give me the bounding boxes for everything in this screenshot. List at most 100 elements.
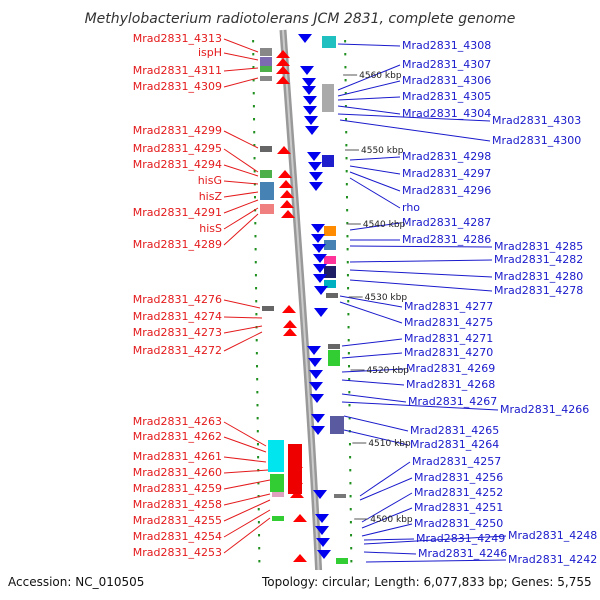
ruler-dot [254, 274, 257, 277]
ruler-dot [258, 560, 261, 563]
gene-label-left: hisZ [199, 190, 223, 203]
gene-label-right: Mrad2831_4269 [406, 362, 495, 375]
reverse-gene-arrow [302, 86, 316, 95]
gene-block [328, 344, 340, 349]
label-leader-left [223, 421, 267, 447]
gene-label-right: Mrad2831_4249 [416, 532, 505, 545]
forward-gene-arrow [276, 76, 290, 84]
ruler-dot [348, 365, 351, 368]
gene-label-right: Mrad2831_4246 [418, 547, 507, 560]
ruler-dot [256, 443, 259, 446]
gene-label-right: Mrad2831_4306 [402, 74, 491, 87]
ruler-dot [256, 417, 259, 420]
label-leader-left [223, 509, 271, 538]
gene-label-right: Mrad2831_4304 [402, 107, 491, 120]
gene-label-right: Mrad2831_4287 [402, 216, 491, 229]
reverse-gene-arrow [303, 106, 317, 115]
label-leader-right [343, 415, 409, 432]
ruler-dot [256, 404, 259, 407]
gene-label-right: Mrad2831_4300 [492, 134, 581, 147]
label-leader-left [223, 191, 259, 198]
gene-label-left: hisG [198, 174, 222, 187]
label-leader-right [341, 338, 403, 347]
gene-block [324, 226, 336, 236]
forward-gene-arrow [276, 66, 290, 74]
ruler-dot [348, 391, 351, 394]
ruler-dot [349, 508, 352, 511]
label-leader-right [365, 559, 507, 563]
right-labels: Mrad2831_4308Mrad2831_4307Mrad2831_4306M… [402, 39, 597, 566]
ruler-dot [350, 534, 353, 537]
reverse-gene-arrow [316, 538, 330, 547]
gene-block [324, 240, 336, 250]
ruler-dot [253, 144, 256, 147]
ruler-dot [349, 482, 352, 485]
reverse-gene-arrow [311, 426, 325, 435]
gene-label-right: Mrad2831_4298 [402, 150, 491, 163]
kbp-label: 4520 kbp [367, 366, 410, 376]
ruler-dot [347, 326, 350, 329]
label-leader-left [223, 77, 259, 88]
ruler-dot [344, 79, 347, 82]
ruler-dot [344, 40, 347, 43]
label-leader-right [349, 279, 493, 292]
gene-block [324, 256, 336, 264]
gene-label-right: Mrad2831_4271 [404, 332, 493, 345]
kbp-label: 4510 kbp [368, 439, 411, 449]
gene-label-left: Mrad2831_4261 [133, 450, 222, 463]
reverse-gene-arrow [308, 358, 322, 367]
ruler-dot [253, 170, 256, 173]
ruler-dot [349, 469, 352, 472]
ruler-dot [252, 79, 255, 82]
ruler-dot [347, 339, 350, 342]
ruler-dot [347, 287, 350, 290]
ruler-dot [350, 547, 353, 550]
footer-background [0, 570, 600, 600]
reverse-gene-arrow [313, 490, 327, 499]
gene-label-right: Mrad2831_4278 [494, 284, 583, 297]
label-leader-right [349, 269, 493, 278]
forward-gene-arrow [278, 170, 292, 178]
gene-label-right: Mrad2831_4264 [410, 438, 499, 451]
gene-label-right: Mrad2831_4296 [402, 184, 491, 197]
ruler-dot [257, 508, 260, 511]
gene-label-left: Mrad2831_4309 [133, 80, 222, 93]
reverse-gene-arrow [315, 526, 329, 535]
label-leader-left [223, 517, 271, 554]
gene-label-left: Mrad2831_4274 [133, 310, 222, 323]
label-leader-right [349, 156, 401, 161]
gene-block [260, 57, 272, 66]
left-labels: Mrad2831_4313ispHMrad2831_4311Mrad2831_4… [133, 32, 223, 559]
forward-gene-arrow [283, 320, 297, 328]
forward-gene-arrow [282, 305, 296, 313]
reverse-gene-arrow [311, 234, 325, 243]
ruler-dot [349, 495, 352, 498]
reverse-gene-arrow [304, 116, 318, 125]
ruler-dot [253, 157, 256, 160]
gene-label-right: Mrad2831_4248 [508, 529, 597, 542]
ruler-dot [345, 144, 348, 147]
gene-block [260, 48, 272, 56]
label-leader-left [223, 325, 263, 334]
ruler-dot [347, 352, 350, 355]
forward-gene-arrow [283, 328, 297, 336]
gene-label-right: Mrad2831_4280 [494, 270, 583, 283]
label-leader-left [223, 331, 263, 352]
ruler-dot [345, 157, 348, 160]
left-label-leaders [223, 38, 271, 554]
gene-label-left: Mrad2831_4273 [133, 326, 222, 339]
label-leader-left [223, 199, 259, 214]
gene-label-left: Mrad2831_4272 [133, 344, 222, 357]
label-leader-left [223, 52, 259, 61]
ruler-dot [255, 339, 258, 342]
label-leader-left [223, 479, 271, 490]
label-leader-right [337, 96, 401, 101]
ruler-dot [254, 222, 257, 225]
forward-gene-arrow [288, 444, 302, 494]
label-leader-right [359, 477, 413, 501]
reverse-gene-arrow [312, 244, 326, 253]
ruler-dot [344, 92, 347, 95]
label-leader-right [363, 538, 415, 541]
label-leader-right [337, 64, 401, 91]
ruler-dot [254, 261, 257, 264]
